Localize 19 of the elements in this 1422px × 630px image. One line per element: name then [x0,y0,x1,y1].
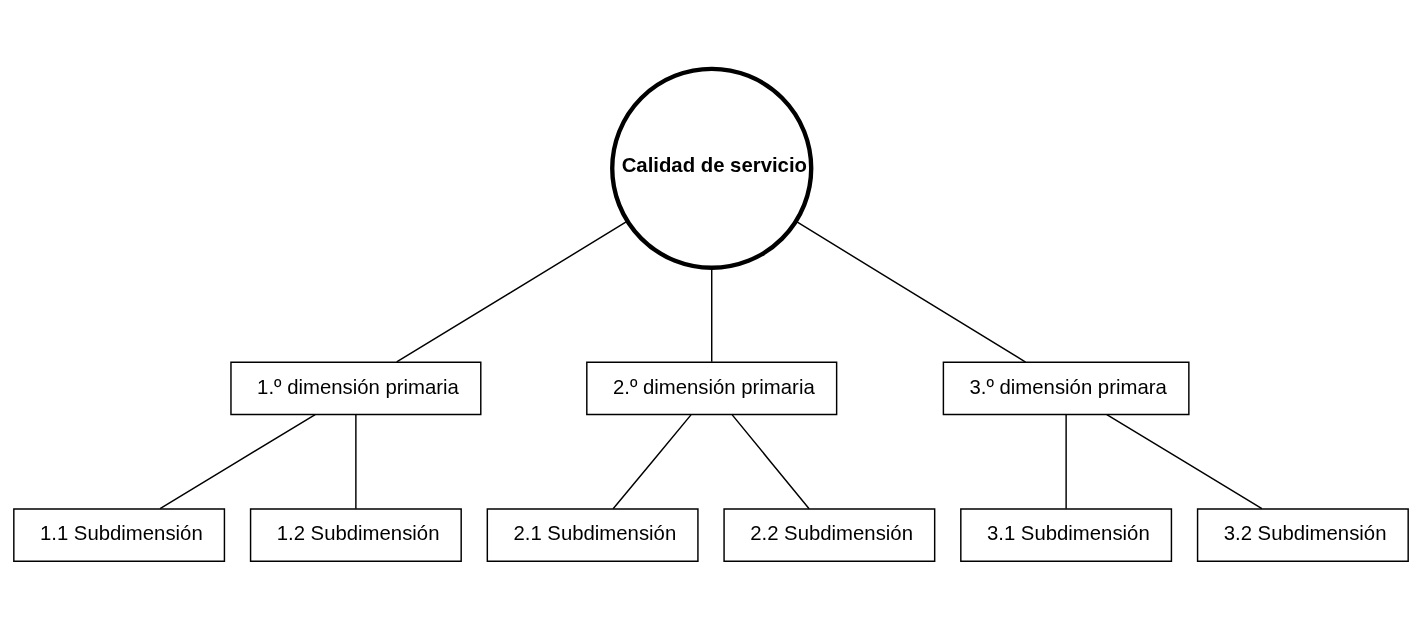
node-box: 2.1 Subdimensión [486,508,699,562]
node-box: 1.2 Subdimensión [249,508,462,562]
connector [1106,413,1263,510]
node-circle: Calidad de servicio [610,66,814,270]
connector [159,413,316,510]
connector [711,267,713,363]
node-box: 3.º dimensión primara [942,361,1190,416]
connector [731,414,810,510]
connector [355,414,357,510]
node-box: 1.1 Subdimensión [13,508,226,562]
node-box: 3.2 Subdimensión [1196,508,1409,562]
connector [395,220,629,363]
node-box: 2.º dimensión primaria [586,361,838,416]
connector [612,414,692,510]
node-box: 2.2 Subdimensión [723,508,936,562]
node-box: 3.1 Subdimensión [960,508,1173,562]
connector [795,220,1027,363]
connector [1065,414,1067,510]
node-box: 1.º dimensión primaria [230,361,482,416]
